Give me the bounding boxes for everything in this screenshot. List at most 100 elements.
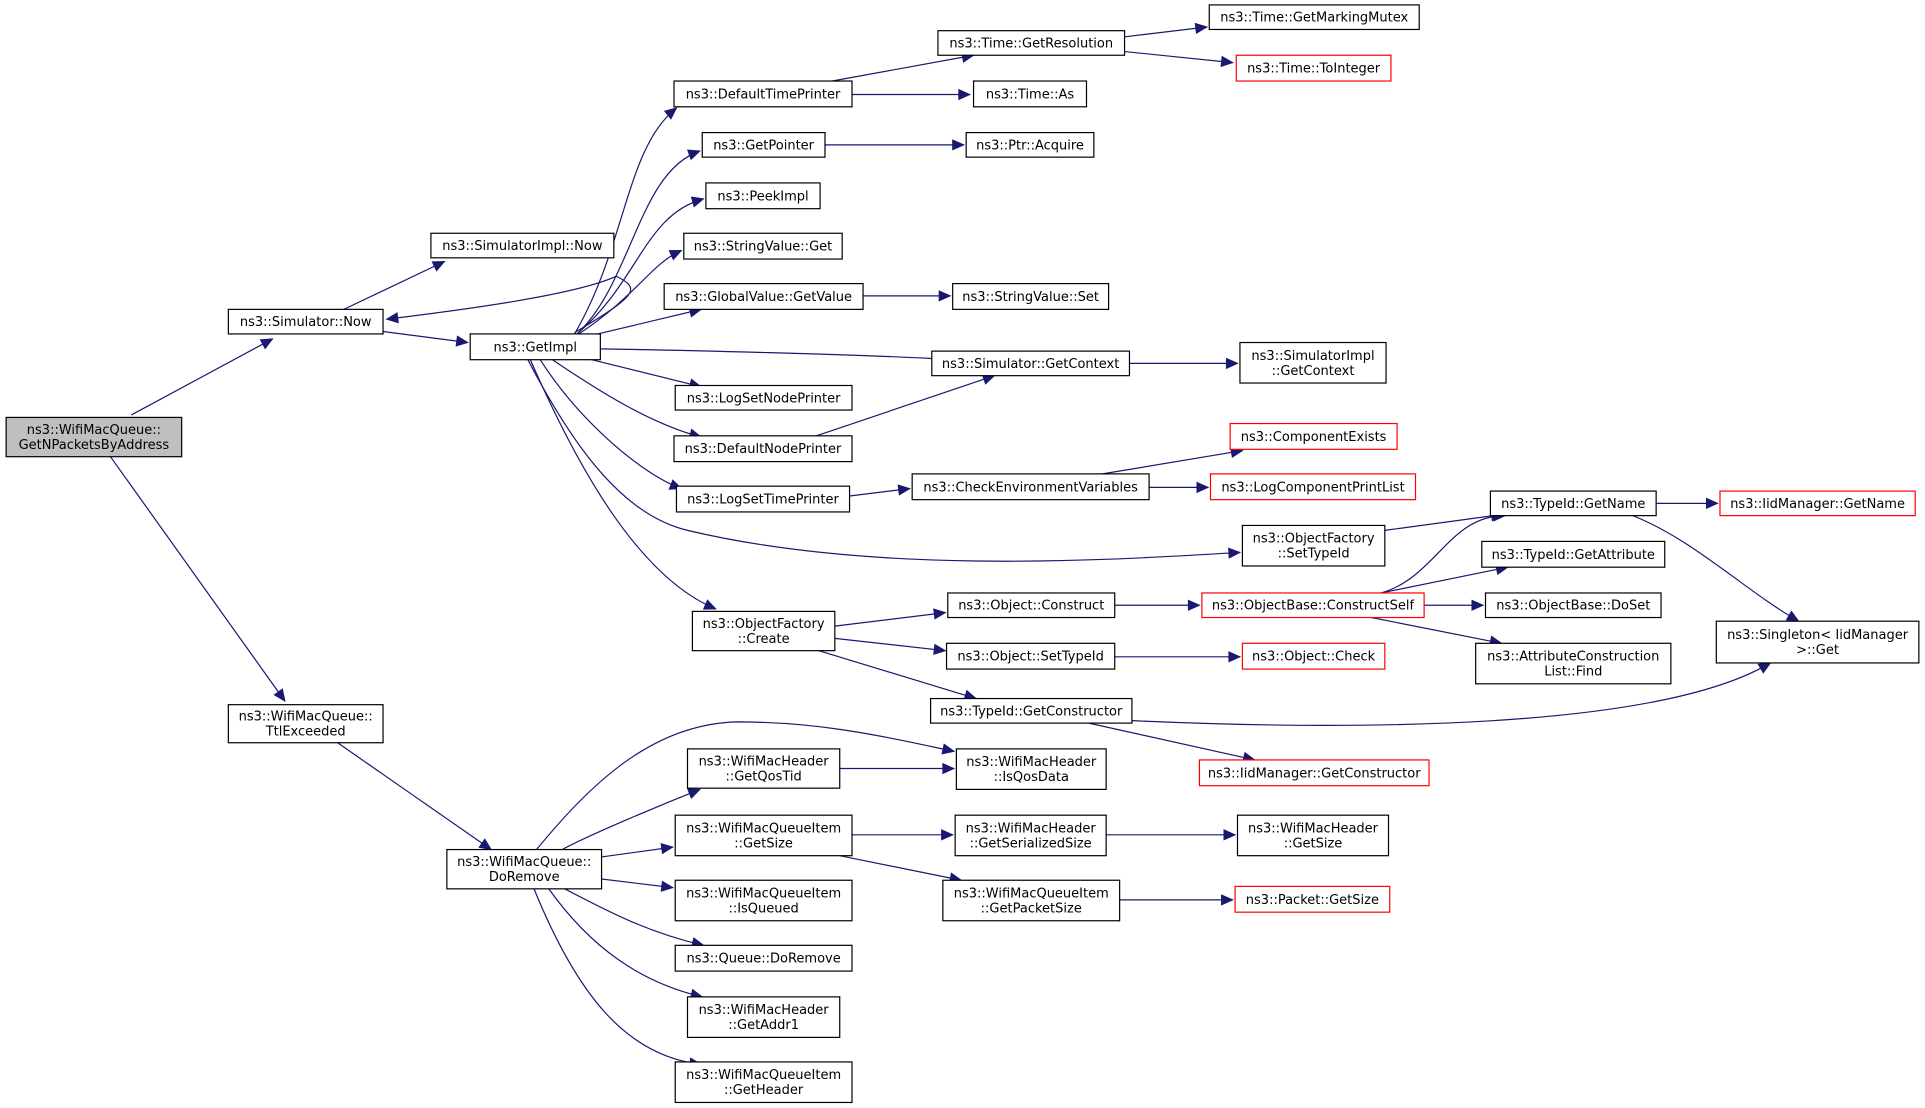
function-node-logsetnode[interactable]: ns3::LogSetNodePrinter bbox=[674, 384, 853, 411]
edge-simgetctx-to-getimpl bbox=[579, 343, 932, 359]
function-node-box bbox=[954, 814, 1107, 857]
function-node-isqueued[interactable]: ns3::WifiMacQueueItem::IsQueued bbox=[674, 879, 853, 922]
function-node-pktgetsize[interactable]: ns3::Packet::GetSize bbox=[1234, 885, 1391, 913]
function-node-getserialized[interactable]: ns3::WifiMacHeader::GetSerializedSize bbox=[954, 814, 1107, 857]
edge-getimpl-to-dtp bbox=[575, 107, 678, 334]
function-node-ptracquire[interactable]: ns3::Ptr::Acquire bbox=[965, 131, 1095, 158]
function-node-box bbox=[1489, 490, 1657, 517]
function-node-objsettypeid[interactable]: ns3::Object::SetTypeId bbox=[945, 642, 1116, 670]
edge-mqigetsize-to-getserialized bbox=[852, 829, 954, 841]
edge-objconstruct-to-objbaseconstruct bbox=[1115, 599, 1201, 611]
function-node-peekimpl[interactable]: ns3::PeekImpl bbox=[705, 182, 821, 210]
function-node-label: ::GetSize bbox=[1284, 836, 1343, 851]
edge-checkenv-to-compexists bbox=[1102, 446, 1244, 474]
edge-getimpl-to-logsettime bbox=[540, 360, 683, 490]
function-node-queuedoremove[interactable]: ns3::Queue::DoRemove bbox=[674, 944, 853, 972]
function-node-objconstruct[interactable]: ns3::Object::Construct bbox=[947, 592, 1116, 619]
function-node-objbasedoset[interactable]: ns3::ObjectBase::DoSet bbox=[1484, 592, 1662, 619]
function-node-ofsettypeid[interactable]: ns3::ObjectFactory::SetTypeId bbox=[1241, 524, 1386, 567]
function-node-mqigetsize[interactable]: ns3::WifiMacQueueItem::GetSize bbox=[674, 814, 853, 857]
function-node-label: ns3::ObjectBase::DoSet bbox=[1496, 599, 1650, 614]
function-node-box bbox=[1475, 642, 1672, 685]
function-node-getmarkingmutex[interactable]: ns3::Time::GetMarkingMutex bbox=[1208, 4, 1420, 31]
edge-getpacketsize-to-pktgetsize bbox=[1120, 894, 1234, 906]
edge-tidgetctor-to-iidgetctor bbox=[1089, 723, 1256, 763]
function-node-tidgetctor[interactable]: ns3::TypeId::GetConstructor bbox=[929, 697, 1133, 724]
function-node-tidgetattr[interactable]: ns3::TypeId::GetAttribute bbox=[1481, 540, 1666, 568]
function-node-tointeger[interactable]: ns3::Time::ToInteger bbox=[1235, 54, 1392, 82]
function-node-dtp[interactable]: ns3::DefaultTimePrinter bbox=[673, 80, 853, 108]
edge-arrowhead bbox=[1228, 651, 1242, 663]
function-node-label: ns3::DefaultTimePrinter bbox=[686, 87, 841, 102]
function-node-simimplnow[interactable]: ns3::SimulatorImpl::Now bbox=[430, 232, 615, 259]
function-node-getqostid[interactable]: ns3::WifiMacHeader::GetQosTid bbox=[686, 748, 841, 789]
function-node-getaddr1[interactable]: ns3::WifiMacHeader::GetAddr1 bbox=[686, 996, 841, 1038]
function-node-root[interactable]: ns3::WifiMacQueue::GetNPacketsByAddress bbox=[5, 416, 183, 458]
function-node-hdrgetsize[interactable]: ns3::WifiMacHeader::GetSize bbox=[1236, 814, 1390, 857]
function-node-box bbox=[674, 879, 853, 922]
function-node-simgetctx[interactable]: ns3::Simulator::GetContext bbox=[931, 350, 1131, 377]
function-node-label: ns3::WifiMacHeader bbox=[966, 755, 1097, 770]
edge-doremove-to-mqigetsize bbox=[602, 843, 674, 857]
function-node-objbaseconstruct[interactable]: ns3::ObjectBase::ConstructSelf bbox=[1201, 592, 1425, 619]
function-node-getpointer[interactable]: ns3::GetPointer bbox=[701, 131, 826, 158]
function-node-timegetres[interactable]: ns3::Time::GetResolution bbox=[937, 30, 1126, 56]
edge-mqigetsize-to-getpacketsize bbox=[840, 856, 963, 884]
function-node-getpacketsize[interactable]: ns3::WifiMacQueueItem::GetPacketSize bbox=[942, 879, 1121, 922]
edge-arrowhead bbox=[933, 608, 947, 620]
edge-arrowhead bbox=[1187, 599, 1201, 611]
edge-getimpl-to-simnow bbox=[385, 276, 631, 332]
function-node-label: ns3::TypeId::GetAttribute bbox=[1492, 548, 1655, 563]
call-graph-nodes: ns3::WifiMacQueue::GetNPacketsByAddressn… bbox=[5, 4, 1920, 1104]
function-node-label: ns3::WifiMacQueueItem bbox=[686, 887, 841, 902]
function-node-label: ns3::TypeId::GetConstructor bbox=[940, 704, 1123, 719]
function-node-box bbox=[1239, 341, 1387, 384]
function-node-strget[interactable]: ns3::StringValue::Get bbox=[683, 232, 843, 260]
edge-arrowhead bbox=[1225, 357, 1239, 370]
function-node-logsettime[interactable]: ns3::LogSetTimePrinter bbox=[675, 485, 851, 513]
function-node-isqosdata[interactable]: ns3::WifiMacHeader::IsQosData bbox=[955, 748, 1107, 790]
function-node-dnp[interactable]: ns3::DefaultNodePrinter bbox=[673, 435, 853, 463]
function-node-box bbox=[937, 30, 1126, 56]
function-node-checkenv[interactable]: ns3::CheckEnvironmentVariables bbox=[911, 473, 1150, 501]
function-node-iidgetctor[interactable]: ns3::IidManager::GetConstructor bbox=[1198, 759, 1430, 787]
function-node-objcheck[interactable]: ns3::Object::Check bbox=[1241, 642, 1386, 670]
function-node-box bbox=[1229, 422, 1398, 450]
edge-arrowhead bbox=[702, 599, 717, 610]
function-node-getheader[interactable]: ns3::WifiMacQueueItem::GetHeader bbox=[674, 1061, 853, 1104]
function-node-logcompprint[interactable]: ns3::LogComponentPrintList bbox=[1209, 473, 1417, 501]
edge-getimpl-to-peekimpl bbox=[577, 196, 705, 334]
function-node-timeas[interactable]: ns3::Time::As bbox=[972, 80, 1088, 108]
edge-getimpl-to-strget bbox=[577, 249, 683, 335]
function-node-box bbox=[5, 416, 183, 458]
function-node-box bbox=[686, 996, 841, 1038]
function-node-gvgetvalue[interactable]: ns3::GlobalValue::GetValue bbox=[663, 282, 864, 310]
function-node-label: >::Get bbox=[1796, 643, 1839, 658]
function-node-ofcreate[interactable]: ns3::ObjectFactory::Create bbox=[691, 610, 836, 652]
function-node-simnow[interactable]: ns3::Simulator::Now bbox=[227, 308, 384, 335]
function-node-iidgetname[interactable]: ns3::IidManager::GetName bbox=[1719, 490, 1916, 517]
edge-timegetres-to-tointeger bbox=[1125, 52, 1234, 68]
function-node-strset[interactable]: ns3::StringValue::Set bbox=[952, 282, 1110, 310]
edge-doremove-to-getqostid bbox=[562, 788, 701, 850]
function-node-doremove[interactable]: ns3::WifiMacQueue::DoRemove bbox=[446, 848, 603, 890]
function-node-singletonget[interactable]: ns3::Singleton< IidManager >::Get bbox=[1715, 620, 1920, 664]
function-node-tidgetname[interactable]: ns3::TypeId::GetName bbox=[1489, 490, 1657, 517]
function-node-label: GetNPacketsByAddress bbox=[19, 438, 170, 453]
edge-simnow-to-getimpl bbox=[383, 331, 469, 347]
function-node-label: ns3::GlobalValue::GetValue bbox=[675, 290, 852, 305]
function-node-box bbox=[469, 333, 601, 361]
function-node-compexists[interactable]: ns3::ComponentExists bbox=[1229, 422, 1398, 450]
function-node-box bbox=[683, 232, 843, 260]
function-node-getimpl[interactable]: ns3::GetImpl bbox=[469, 333, 601, 361]
function-node-label: ::SetTypeId bbox=[1278, 547, 1350, 562]
function-node-simimplgetctx[interactable]: ns3::SimulatorImpl::GetContext bbox=[1239, 341, 1387, 384]
function-node-box bbox=[674, 944, 853, 972]
function-node-label: ::GetSerializedSize bbox=[970, 836, 1092, 851]
function-node-ttl[interactable]: ns3::WifiMacQueue::TtlExceeded bbox=[227, 704, 384, 744]
function-node-label: ns3::Object::SetTypeId bbox=[957, 650, 1103, 665]
edge-arrowhead bbox=[668, 249, 683, 261]
edge-arrowhead bbox=[952, 139, 965, 151]
